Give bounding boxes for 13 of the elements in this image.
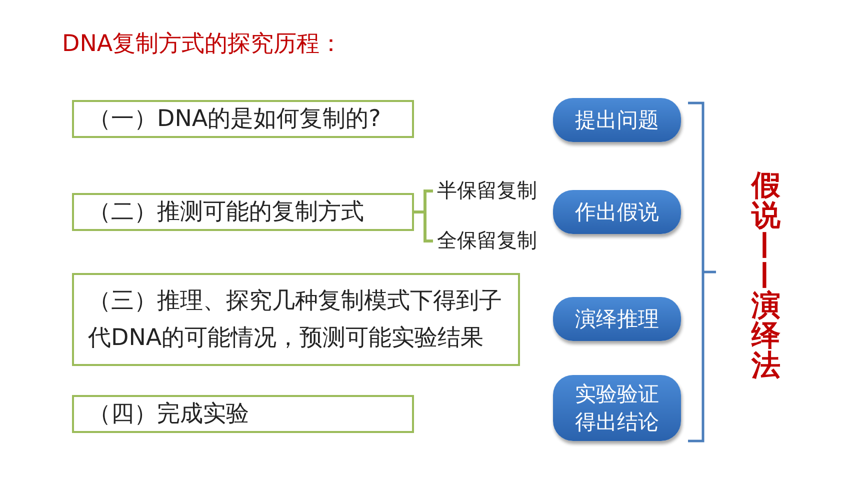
step-box: （二）推测可能的复制方式 bbox=[72, 193, 414, 231]
stage-button: 演绎推理 bbox=[553, 297, 681, 341]
stage-button: 实验验证得出结论 bbox=[553, 375, 681, 441]
stage-button: 提出问题 bbox=[553, 98, 681, 142]
brace-connector bbox=[414, 210, 433, 242]
step-box: （一）DNA的是如何复制的? bbox=[72, 100, 414, 138]
step-box: （四）完成实验 bbox=[72, 395, 414, 433]
option-text: 全保留复制 bbox=[437, 227, 549, 255]
step-box: （三）推理、探究几种复制模式下得到子代DNA的可能情况，预测可能实验结果 bbox=[72, 273, 520, 366]
title: DNA复制方式的探究历程： bbox=[62, 30, 343, 59]
option-text: 半保留复制 bbox=[437, 177, 549, 205]
stage-button: 作出假说 bbox=[553, 190, 681, 234]
method-label: 假说——演绎法 bbox=[751, 170, 781, 380]
